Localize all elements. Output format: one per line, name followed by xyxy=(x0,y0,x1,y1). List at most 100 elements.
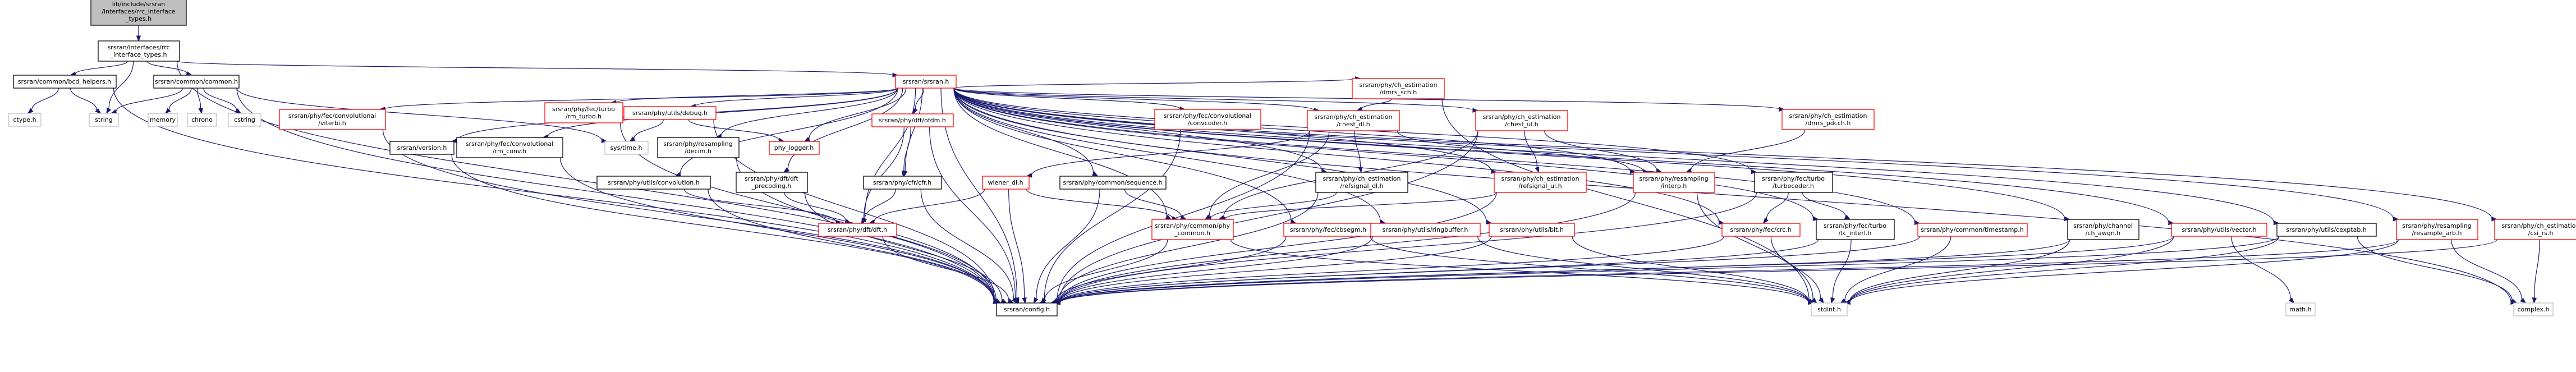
edge-timestamp-to-config xyxy=(1054,236,1921,305)
node-label-line: /tc_interl.h xyxy=(1839,229,1872,237)
node-bcd[interactable]: srsran/common/bcd_helpers.h xyxy=(13,75,117,89)
node-label-line: srsran/phy/fec/cbsegm.h xyxy=(1290,226,1366,233)
edge-dft_precoding-to-config xyxy=(804,192,1007,304)
node-label-line: srsran/phy/fec/turbo xyxy=(1824,222,1886,229)
node-tc-interl[interactable]: srsran/phy/fec/turbo/tc_interl.h xyxy=(1816,219,1895,240)
edge-line xyxy=(1059,192,1757,302)
node-cstring[interactable]: cstring xyxy=(228,113,261,127)
node-chest-ul[interactable]: srsran/phy/ch_estimation/chest_ul.h xyxy=(1475,110,1568,131)
node-config[interactable]: srsran/config.h xyxy=(996,302,1058,316)
node-convcoder[interactable]: srsran/phy/fec/convolutional/convcoder.h xyxy=(1154,109,1261,130)
node-debug[interactable]: srsran/phy/utils/debug.h xyxy=(623,106,717,120)
node-memory[interactable]: memory xyxy=(148,113,178,127)
edge-crc-to-config xyxy=(1054,236,1725,305)
edge-root-to-rrc_types xyxy=(136,25,141,42)
node-crc[interactable]: srsran/phy/fec/crc.h xyxy=(1721,223,1801,237)
edge-arrowhead xyxy=(1762,217,1769,224)
node-box xyxy=(623,106,717,120)
edge-line xyxy=(547,88,898,137)
node-sequence[interactable]: srsran/phy/common/sequence.h xyxy=(1059,176,1167,190)
node-viterbi[interactable]: srsran/phy/fec/convolutional/viterbi.h xyxy=(279,109,386,130)
node-csi-rs[interactable]: srsran/phy/ch_estimation/csi_rs.h xyxy=(2494,219,2576,240)
edge-line xyxy=(176,61,893,76)
node-version[interactable]: srsran/version.h xyxy=(389,141,454,155)
edge-wiener-to-dft xyxy=(868,189,985,224)
node-phy-common[interactable]: srsran/phy/common/phy_common.h xyxy=(1151,219,1234,240)
node-label-line: /refsignal_dl.h xyxy=(1340,182,1383,190)
node-box xyxy=(895,75,957,89)
node-label-line: _common.h xyxy=(1174,229,1210,237)
node-cexptab[interactable]: srsran/phy/utils/cexptab.h xyxy=(2276,223,2377,237)
node-chrono[interactable]: chrono xyxy=(187,113,217,127)
node-rm-turbo[interactable]: srsran/phy/fec/turbo/rm_turbo.h xyxy=(544,102,623,123)
node-box xyxy=(1721,223,1801,237)
edge-arrowhead xyxy=(1751,169,1757,174)
node-cbsegm[interactable]: srsran/phy/fec/cbsegm.h xyxy=(1283,223,1373,237)
node-resampling[interactable]: srsran/phy/resampling/interp.h xyxy=(1633,172,1715,193)
node-dft[interactable]: srsran/phy/dft/dft.h xyxy=(818,223,897,237)
node-common[interactable]: srsran/common/common.h xyxy=(153,75,240,89)
node-dmrs-pdcch[interactable]: srsran/phy/ch_estimation/dmrs_pdcch.h xyxy=(1781,109,1875,130)
node-box xyxy=(1816,219,1895,240)
edge-line xyxy=(1059,192,1636,302)
edge-line xyxy=(1059,236,2280,303)
edge-line xyxy=(1210,192,1337,219)
node-ctype[interactable]: ctype.h xyxy=(8,113,42,127)
node-refsignal-dl[interactable]: srsran/phy/ch_estimation/refsignal_dl.h xyxy=(1315,172,1408,193)
edge-bcd-to-ctype xyxy=(27,88,59,114)
node-resample-arb[interactable]: srsran/phy/resampling/resample_arb.h xyxy=(2396,219,2478,240)
edge-line xyxy=(953,88,2275,223)
edge-line xyxy=(1354,130,1361,168)
node-label-line: srsran/phy/cfr/cfr.h xyxy=(873,179,931,186)
node-label-line: math.h xyxy=(2289,306,2311,313)
node-string[interactable]: string xyxy=(89,113,119,127)
node-label-line: /dmrs_pdcch.h xyxy=(1806,120,1851,127)
node-box xyxy=(187,113,217,127)
node-ch-awgn[interactable]: srsran/phy/channel/ch_awgn.h xyxy=(2067,219,2139,240)
edge-common-to-memory xyxy=(164,88,192,114)
node-math[interactable]: math.h xyxy=(2285,302,2316,316)
node-phylogger[interactable]: phy_logger.h xyxy=(769,141,820,155)
node-label-line: memory xyxy=(150,116,176,123)
node-label-line: sys/time.h xyxy=(610,144,642,151)
node-convolution[interactable]: srsran/phy/utils/convolution.h xyxy=(596,176,711,190)
edge-line xyxy=(688,119,780,141)
node-wiener[interactable]: wiener_dl.h xyxy=(982,176,1030,190)
edge-line xyxy=(70,88,98,111)
node-bit[interactable]: srsran/phy/utils/bit.h xyxy=(1489,223,1575,237)
node-timestamp[interactable]: srsran/phy/common/timestamp.h xyxy=(1917,223,2028,237)
node-label-line: wiener_dl.h xyxy=(988,179,1023,186)
edge-line xyxy=(203,88,237,111)
node-label-line: srsran/phy/resampling xyxy=(1639,175,1708,182)
node-cfr[interactable]: srsran/phy/cfr/cfr.h xyxy=(863,176,942,190)
edge-line xyxy=(708,189,995,301)
edge-srsran-to-ofdm xyxy=(913,88,924,115)
edge-arrowhead xyxy=(913,108,918,115)
node-turbocoder[interactable]: srsran/phy/fec/turbo/turbocoder.h xyxy=(1754,172,1833,193)
node-dmrs-sch[interactable]: srsran/phy/ch_estimation/dmrs_sch.h xyxy=(1352,78,1445,99)
node-decim[interactable]: srsran/phy/resampling/decim.h xyxy=(657,137,740,158)
node-label-line: srsran/phy/common/timestamp.h xyxy=(1921,226,2024,233)
node-vector[interactable]: srsran/phy/utils/vector.h xyxy=(2171,223,2267,237)
edge-arrowhead xyxy=(1840,298,1847,304)
node-box xyxy=(2171,223,2267,237)
node-rm-conv[interactable]: srsran/phy/fec/convolutional/rm_conv.h xyxy=(456,137,563,158)
node-dft-precoding[interactable]: srsran/phy/dft/dft_precoding.h xyxy=(736,172,808,193)
node-srsran[interactable]: srsran/srsran.h xyxy=(895,75,957,89)
edge-arrowhead xyxy=(2288,297,2295,304)
node-chest-dl[interactable]: srsran/phy/ch_estimation/chest_dl.h xyxy=(1307,110,1400,131)
edge-line xyxy=(2357,236,2513,301)
edge-wiener-to-phy_common xyxy=(1026,189,1178,221)
node-rrc-types[interactable]: srsran/interfaces/rrc_interface_types.h xyxy=(98,40,180,62)
node-label-line: /chest_dl.h xyxy=(1337,121,1370,128)
edge-dft_precoding-to-dft xyxy=(784,192,852,224)
node-root[interactable]: lib/include/srsran/interfaces/rrc_interf… xyxy=(90,0,187,26)
node-complex[interactable]: complex.h xyxy=(2513,302,2554,316)
node-stdint[interactable]: stdint.h xyxy=(1811,302,1848,316)
node-ofdm[interactable]: srsran/phy/dft/ofdm.h xyxy=(871,113,954,127)
node-refsignal-ul[interactable]: srsran/phy/ch_estimation/refsignal_ul.h xyxy=(1494,172,1587,193)
node-label-line: srsran/phy/ch_estimation xyxy=(1323,175,1401,182)
node-systime[interactable]: sys/time.h xyxy=(604,141,649,155)
node-ringbuffer[interactable]: srsran/phy/utils/ringbuffer.h xyxy=(1370,223,1481,237)
edge-arrowhead xyxy=(629,136,636,142)
